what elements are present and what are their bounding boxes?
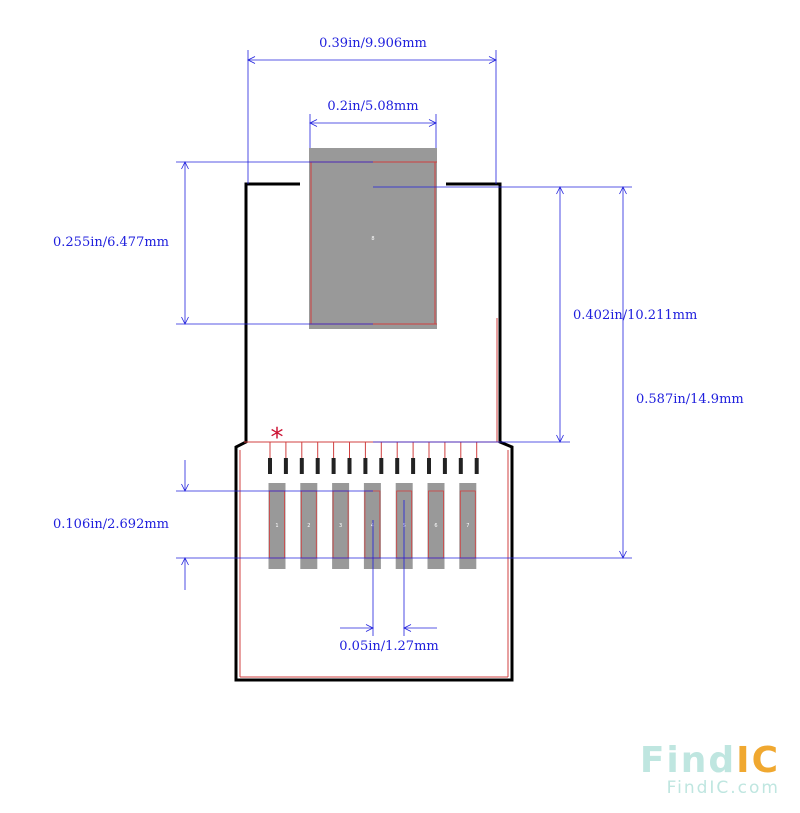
arrow-pitch-right xyxy=(403,624,412,632)
connector-body-outline xyxy=(234,182,514,682)
pin-finger-contact xyxy=(268,458,272,474)
solder-pad-number: 1 xyxy=(275,523,278,529)
arrow-pitch-left xyxy=(365,624,374,632)
arrow-pad-height-top xyxy=(181,161,189,170)
dim-pad-length-label: 0.106in/2.692mm xyxy=(53,517,169,532)
dim-overall-width-label: 0.39in/9.906mm xyxy=(319,36,427,51)
solder-pad: 3 xyxy=(332,483,350,569)
mounting-pad-rect xyxy=(309,148,437,329)
pin-finger-contact xyxy=(331,458,336,474)
dimension-arrows xyxy=(181,56,627,632)
arrow-body-top xyxy=(556,186,564,195)
solder-pad-rect xyxy=(363,483,381,569)
solder-pad-number: 6 xyxy=(434,523,437,529)
dim-pad-height-label: 0.255in/6.477mm xyxy=(53,235,169,250)
solder-pad-rect xyxy=(300,483,318,569)
arrow-pad-width-right xyxy=(428,119,437,127)
pin-fingers xyxy=(268,442,479,474)
solder-pad-rect xyxy=(427,483,445,569)
pin-finger-contact xyxy=(411,458,416,474)
solder-pad-number: 3 xyxy=(339,523,342,529)
pin-finger-contact xyxy=(379,458,384,474)
pin-finger-contact xyxy=(347,458,352,474)
mounting-pad: 8 xyxy=(309,148,437,329)
solder-pad-number: 4 xyxy=(371,523,374,529)
arrow-overall-width-right xyxy=(488,56,497,64)
pin-finger-contact xyxy=(427,458,431,474)
pin-finger-contact xyxy=(315,458,320,474)
solder-pad: 7 xyxy=(459,483,477,569)
pin1-marker: * xyxy=(271,423,284,453)
watermark-logo-suffix: IC xyxy=(736,740,780,781)
arrow-overall-width-left xyxy=(247,56,256,64)
pin-finger-contact xyxy=(442,458,447,474)
dim-overall-height-label: 0.587in/14.9mm xyxy=(636,392,744,407)
arrow-overall-height-top xyxy=(619,186,627,195)
dim-pad-width-label: 0.2in/5.08mm xyxy=(327,99,418,114)
arrow-pad-length-bottom xyxy=(181,557,189,566)
pin-finger-contact xyxy=(458,458,463,474)
findic-watermark: FindIC FindIC.com xyxy=(640,740,780,798)
watermark-logo-prefix: Find xyxy=(640,740,736,781)
solder-pad: 6 xyxy=(427,483,445,569)
arrow-pad-length-top xyxy=(181,483,189,492)
pin-finger-contact xyxy=(363,458,368,474)
pin-finger-contact xyxy=(299,458,304,474)
solder-pad: 2 xyxy=(300,483,318,569)
arrow-pad-width-left xyxy=(309,119,318,127)
dimension-labels: 0.39in/9.906mm 0.2in/5.08mm 0.255in/6.47… xyxy=(53,36,744,654)
pin-finger-contact xyxy=(283,458,288,474)
solder-pad-rect xyxy=(459,483,477,569)
dim-pitch-label: 0.05in/1.27mm xyxy=(339,639,438,654)
arrow-overall-height-bottom xyxy=(619,550,627,559)
dimension-lines xyxy=(176,50,632,636)
arrow-body-bottom xyxy=(556,434,564,443)
body-outline-left xyxy=(234,182,514,682)
mounting-pad-label: 8 xyxy=(371,236,374,242)
solder-pad-rect xyxy=(268,483,286,569)
watermark-url: FindIC.com xyxy=(667,778,780,798)
dim-body-label: 0.402in/10.211mm xyxy=(573,308,697,323)
solder-pad-number: 7 xyxy=(466,523,469,529)
pin-finger-contact xyxy=(474,458,479,474)
solder-pad: 1 xyxy=(268,483,286,569)
solder-pad-rect xyxy=(332,483,350,569)
arrow-pad-height-bottom xyxy=(181,316,189,325)
keepout-lines xyxy=(239,318,509,678)
pin-finger-contact xyxy=(395,458,400,474)
solder-pad-number: 2 xyxy=(307,523,310,529)
solder-pad: 4 xyxy=(363,483,381,569)
watermark-logo: FindIC xyxy=(640,740,780,781)
